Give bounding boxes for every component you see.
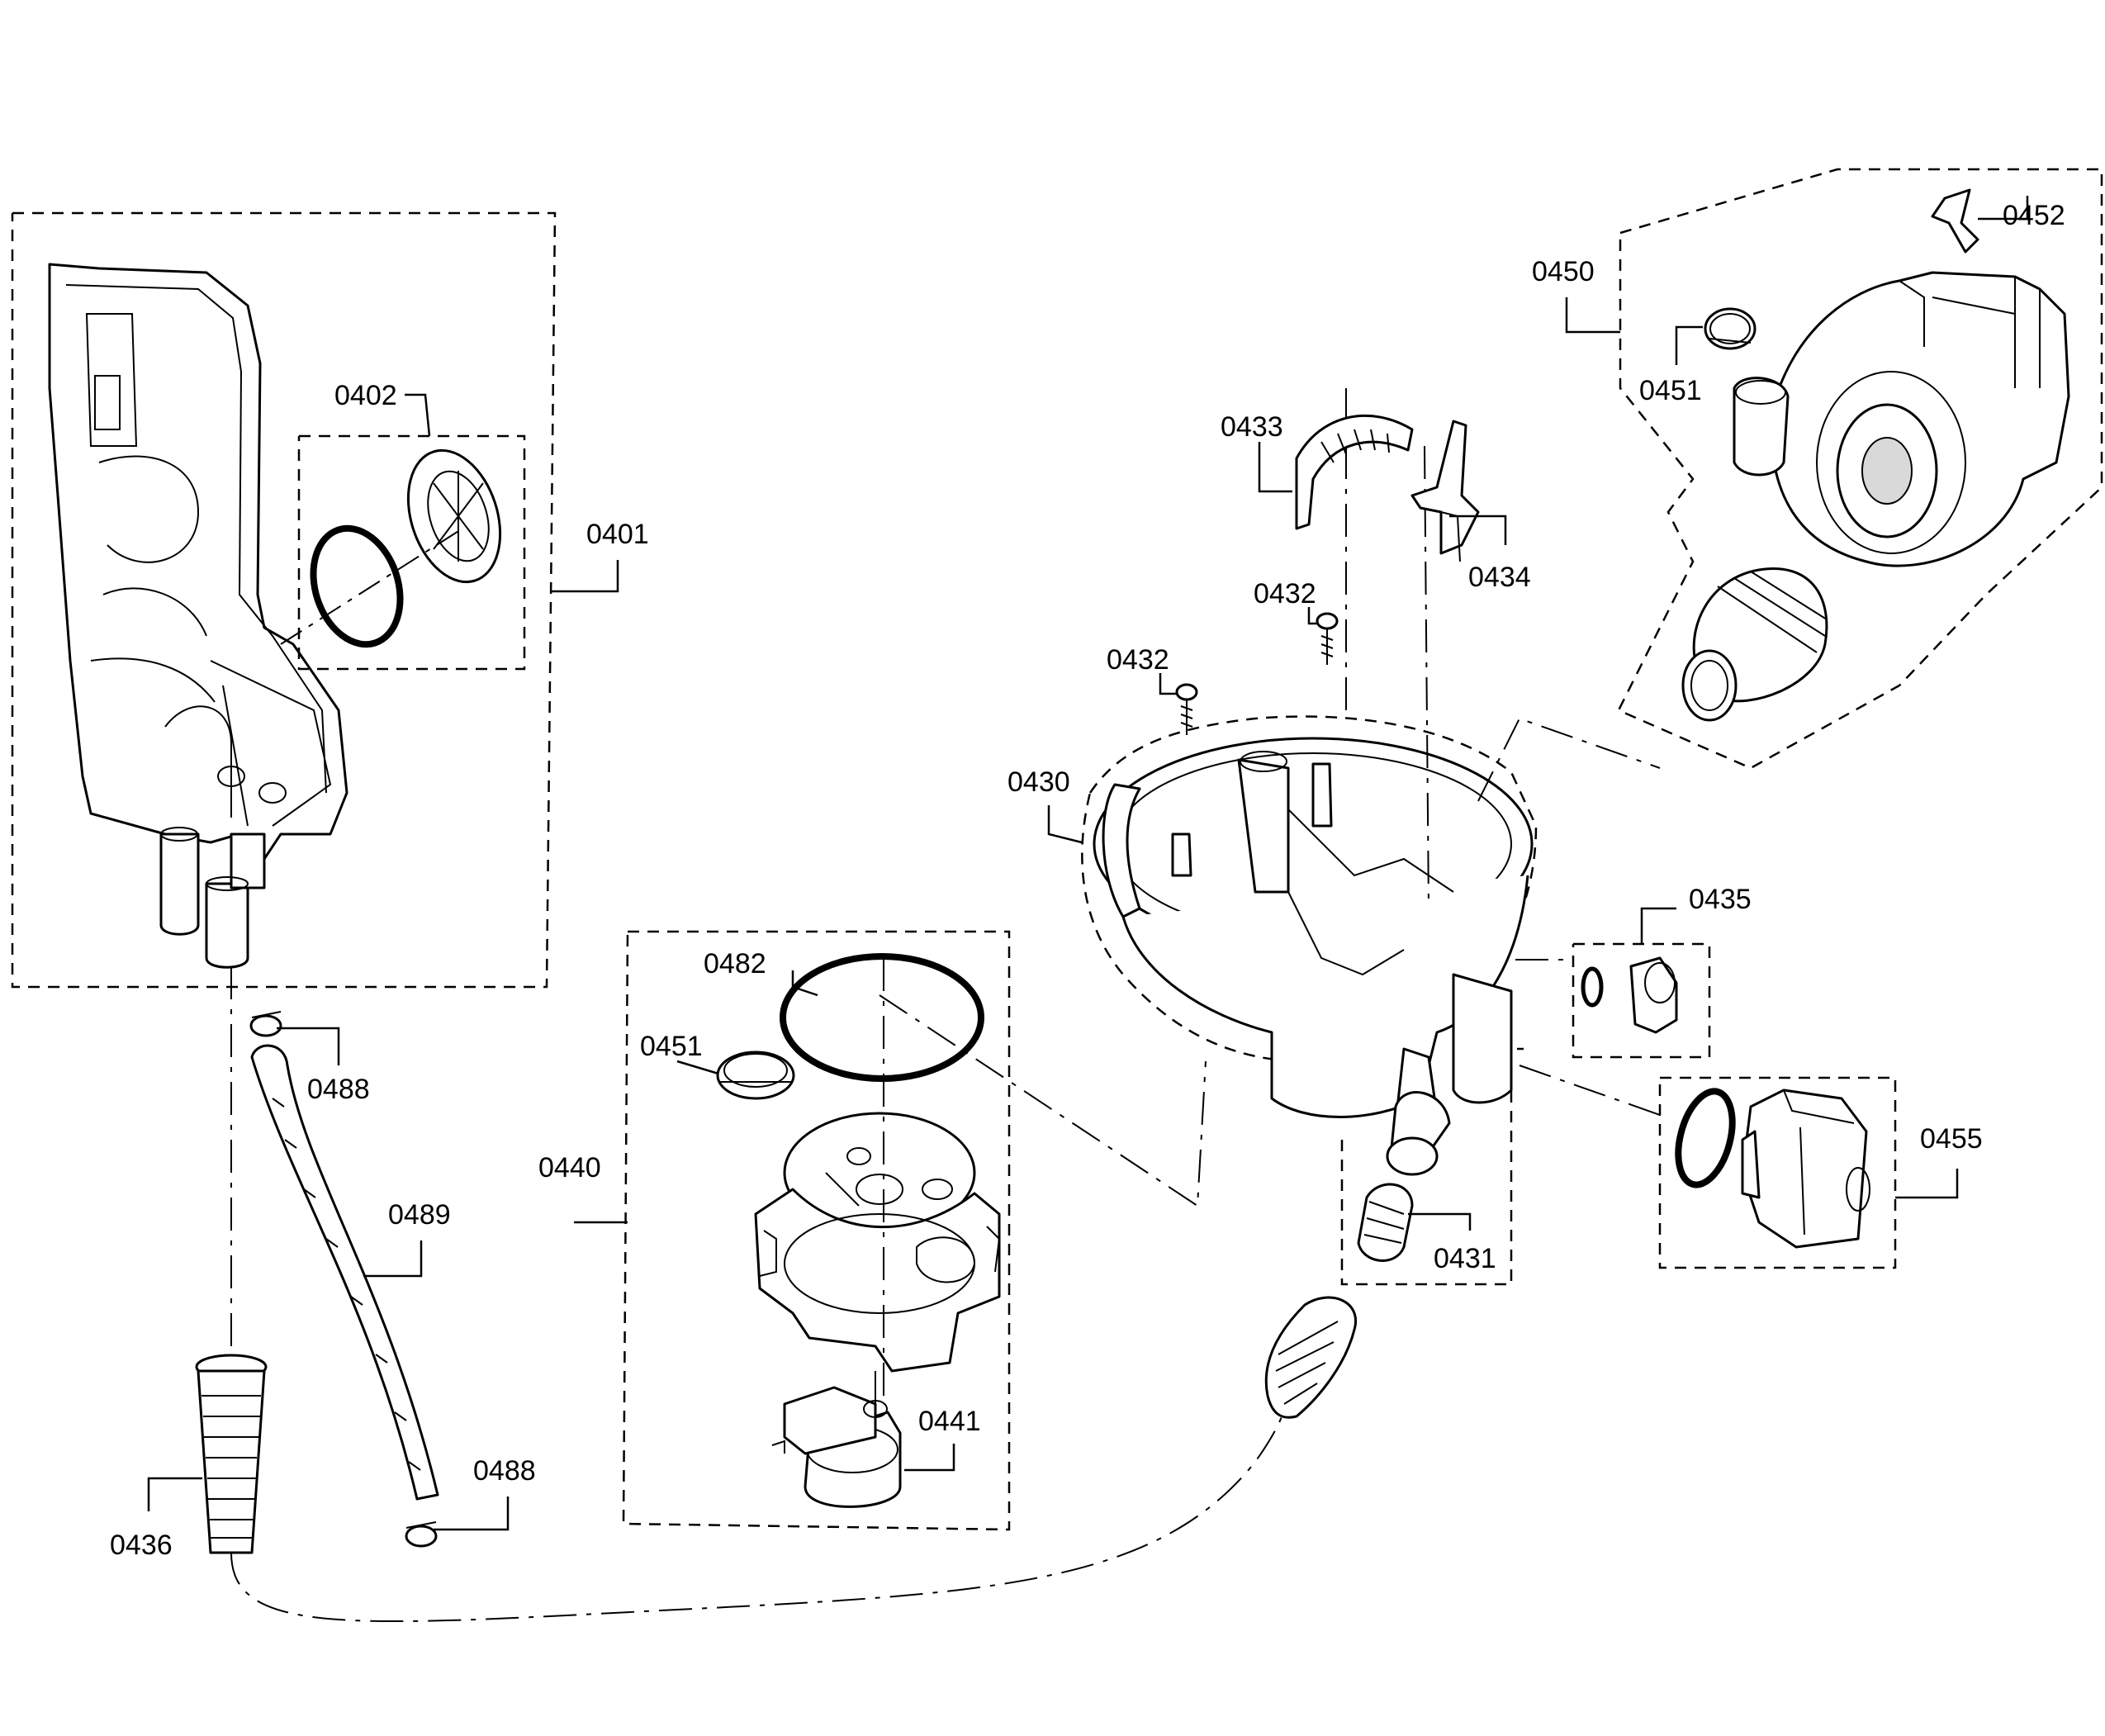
part-0489-drain-hose bbox=[250, 1044, 439, 1501]
label-0436: 0436 bbox=[110, 1530, 173, 1561]
label-0451-top: 0451 bbox=[1639, 375, 1702, 406]
part-0488-clamp-top bbox=[249, 1011, 282, 1037]
label-0489: 0489 bbox=[388, 1199, 451, 1231]
part-0455-o-ring bbox=[1675, 1088, 1736, 1188]
assembly-axis-0455 bbox=[1519, 1065, 1661, 1116]
part-0452-clip bbox=[1931, 188, 1979, 254]
part-0450-circulation-pump bbox=[1733, 271, 2070, 567]
label-0488-bottom: 0488 bbox=[473, 1455, 536, 1487]
assembly-axis-0434 bbox=[1424, 445, 1429, 909]
leader-0450 bbox=[1565, 297, 1620, 334]
group-0402-box bbox=[297, 434, 526, 671]
part-0432-screw-right bbox=[1316, 612, 1339, 665]
part-0450-pump-inlet bbox=[1681, 567, 1828, 722]
group-0440-box bbox=[622, 930, 1011, 1531]
assembly-axis-0402 bbox=[280, 528, 463, 645]
label-0434: 0434 bbox=[1468, 562, 1531, 593]
part-0451-clamp-center bbox=[716, 1051, 795, 1100]
label-0402: 0402 bbox=[334, 380, 397, 411]
label-0488-top: 0488 bbox=[307, 1074, 370, 1105]
part-0435-valve bbox=[1629, 956, 1678, 1034]
label-0482: 0482 bbox=[704, 948, 766, 979]
part-drain-bellows bbox=[1264, 1296, 1358, 1419]
part-0402-valve-cover bbox=[406, 448, 502, 584]
group-0455-box bbox=[1658, 1076, 1897, 1269]
label-0433: 0433 bbox=[1221, 411, 1283, 443]
leader-0441 bbox=[904, 1444, 955, 1472]
label-0432-right: 0432 bbox=[1254, 578, 1316, 609]
leader-0436 bbox=[147, 1477, 202, 1511]
label-0441: 0441 bbox=[918, 1406, 981, 1437]
label-0431: 0431 bbox=[1434, 1243, 1496, 1274]
part-0433-clip bbox=[1295, 414, 1414, 530]
drain-route-line bbox=[230, 1354, 1290, 1623]
leader-0432-right bbox=[1307, 607, 1319, 625]
leader-0432-left bbox=[1159, 673, 1177, 695]
part-0436-corrugated-hose bbox=[195, 1354, 268, 1554]
assembly-axis-sump-heater bbox=[879, 994, 1207, 1207]
part-0430-sump bbox=[1093, 737, 1534, 1176]
leader-0451-center bbox=[676, 1060, 719, 1075]
leader-0402 bbox=[405, 393, 431, 437]
group-0430-outline bbox=[1081, 715, 1538, 1063]
leader-0488-bottom bbox=[434, 1496, 510, 1531]
label-0455: 0455 bbox=[1920, 1123, 1983, 1155]
leader-0482 bbox=[791, 970, 818, 997]
part-0451-clamp-top bbox=[1704, 307, 1757, 350]
leader-0452 bbox=[1978, 196, 2029, 221]
label-0401: 0401 bbox=[586, 519, 649, 550]
part-softener-housing bbox=[48, 263, 348, 969]
label-0435: 0435 bbox=[1689, 884, 1752, 915]
leader-0431 bbox=[1408, 1212, 1472, 1231]
leader-0434 bbox=[1449, 515, 1507, 545]
group-0450-box bbox=[1617, 168, 2103, 770]
part-0431-check-valve bbox=[1357, 1183, 1414, 1262]
label-0452: 0452 bbox=[2003, 200, 2065, 231]
group-0435-box bbox=[1572, 942, 1711, 1059]
part-0402-seal-ring bbox=[310, 524, 404, 648]
part-0435-o-ring bbox=[1581, 966, 1604, 1008]
leader-0401 bbox=[552, 560, 619, 593]
assembly-axis-sump-pump bbox=[1477, 717, 1661, 802]
label-0432-left: 0432 bbox=[1107, 644, 1169, 676]
leader-0488-top bbox=[277, 1027, 340, 1065]
label-0450: 0450 bbox=[1532, 256, 1595, 287]
leader-0435 bbox=[1640, 907, 1676, 944]
part-0482-seal-ring bbox=[780, 953, 984, 1082]
part-0432-screw-left bbox=[1175, 683, 1198, 735]
leader-0455 bbox=[1895, 1169, 1959, 1199]
part-0455-drain-pump bbox=[1741, 1089, 1870, 1249]
part-0441-motor bbox=[771, 1371, 902, 1508]
leader-0433 bbox=[1258, 442, 1292, 493]
label-0440: 0440 bbox=[538, 1152, 601, 1183]
part-0440-heater-plate bbox=[754, 1112, 1001, 1373]
leader-0489 bbox=[363, 1240, 423, 1278]
part-0488-clamp-bottom bbox=[405, 1521, 438, 1548]
label-0430: 0430 bbox=[1007, 766, 1070, 798]
leader-0430 bbox=[1047, 805, 1083, 844]
label-0451-center: 0451 bbox=[640, 1031, 703, 1062]
part-0434-sensor bbox=[1410, 420, 1480, 562]
group-0401-box bbox=[11, 211, 557, 989]
leader-0451-top bbox=[1675, 325, 1703, 365]
